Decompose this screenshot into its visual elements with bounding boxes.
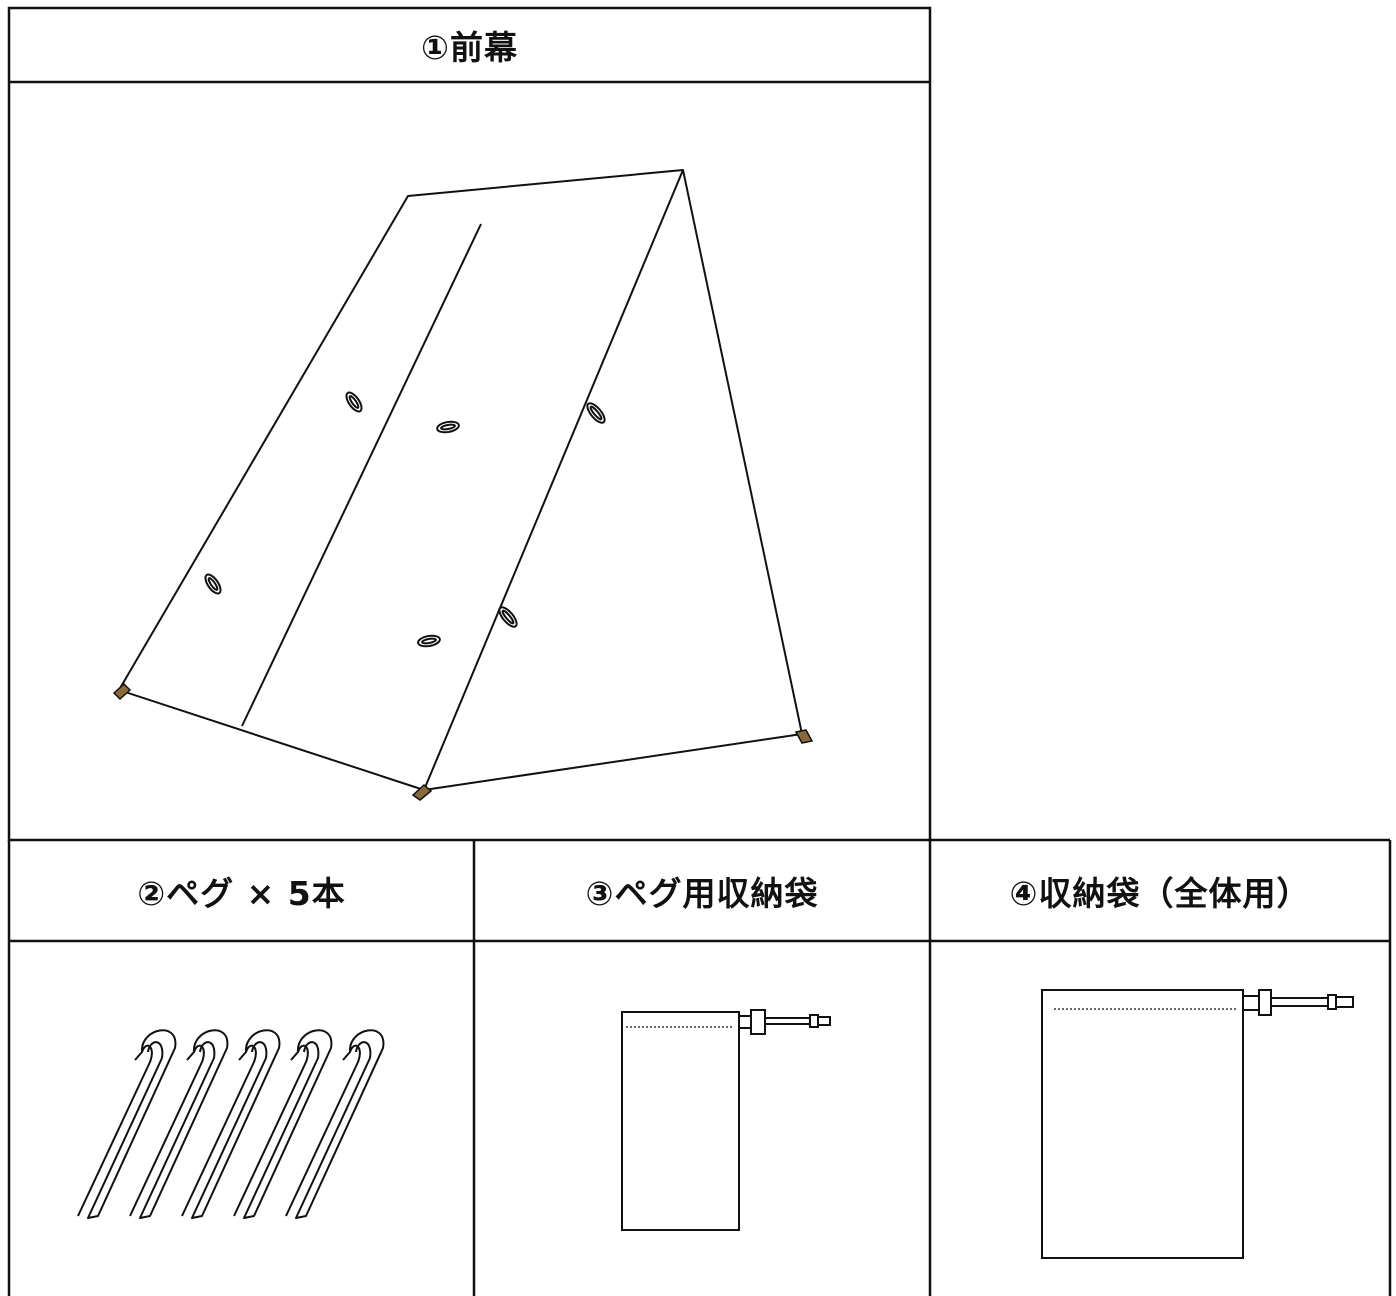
loop-icon	[204, 391, 606, 648]
header-peg-bag: ③ペグ用収納袋	[585, 873, 819, 913]
peg-icon	[77, 1029, 177, 1219]
header-storage-bag: ④収納袋（全体用）	[1009, 873, 1311, 913]
corner-tab-icon	[112, 682, 814, 801]
header-pegs: ②ペグ × 5本	[137, 873, 346, 913]
header-front-panel: ①前幕	[421, 28, 518, 67]
